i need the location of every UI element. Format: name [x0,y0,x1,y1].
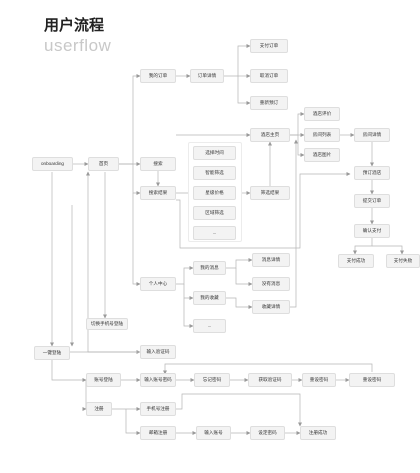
edge-login-account [51,360,87,382]
node-switch-phone[interactable]: 切换手机号登陆 [86,318,128,330]
node-forgot-pwd[interactable]: 忘记密码 [194,373,230,387]
node-message-detail[interactable]: 消息详情 [252,253,290,267]
node-room-detail[interactable]: 房间详情 [354,128,390,142]
node-favorite-detail[interactable]: 收藏详情 [252,300,290,314]
node-account-login[interactable]: 账号登陆 [86,373,121,387]
edge-hotel-review [290,112,305,136]
node-my-messages[interactable]: 我的消息 [193,261,226,275]
node-enter-code[interactable]: 输入验证码 [140,345,176,359]
edge-messages-none [235,268,253,286]
node-home[interactable]: 首页 [88,157,119,171]
node-search-result[interactable]: 搜索结果 [140,186,176,200]
page-subtitle: userflow [44,36,112,55]
node-profile-more[interactable]: ... [193,319,226,333]
node-hotel-photos[interactable]: 酒店图片 [304,148,340,162]
node-my-orders[interactable]: 我的订单 [140,69,176,83]
edge-hotel-photos [297,135,305,157]
edge-code-home [86,171,140,353]
node-register[interactable]: 注册 [86,402,112,416]
edge-profile-more [183,298,194,328]
edge-home-orders [119,74,141,165]
node-rebook[interactable]: 重新预订 [250,96,288,110]
node-cancel-order[interactable]: 取消订单 [250,69,288,83]
node-get-code[interactable]: 获取验证码 [248,373,292,387]
node-phone-register[interactable]: 手机号注册 [140,402,176,416]
node-profile[interactable]: 个人中心 [140,277,176,291]
edge-confirm-fail [372,245,404,255]
node-onboarding[interactable]: onboarding [32,157,73,171]
node-enter-account[interactable]: 输入账号 [196,426,231,440]
node-reset-pwd-2[interactable]: 重设密码 [349,373,395,387]
node-pay-order[interactable]: 支付订单 [250,39,288,53]
edge-phone-code [176,393,302,427]
edge-detail-pay [224,44,251,77]
edge-confirm-success [353,237,373,255]
edge-home-profile [132,193,141,286]
edge-profile-favorites [183,284,194,300]
node-room-list[interactable]: 房间列表 [304,128,340,142]
node-hotel-home[interactable]: 酒店主页 [250,128,290,142]
node-register-success[interactable]: 注册成功 [300,426,336,440]
node-filter-result[interactable]: 筛选结果 [250,186,290,200]
node-pay-fail[interactable]: 支付失败 [386,254,420,268]
node-pay-success[interactable]: 支付成功 [338,254,374,268]
node-filter-smart[interactable]: 智能筛选 [193,166,236,180]
node-my-favorites[interactable]: 我的收藏 [193,291,226,305]
edge-favdetail-hotel [290,139,298,308]
node-filter-time[interactable]: 选择时间 [193,146,236,160]
node-confirm-pay[interactable]: 确认支付 [354,224,390,238]
edge-result-submit [176,172,351,249]
edge-detail-rebook [237,76,251,105]
node-submit-order[interactable]: 提交订单 [354,194,390,208]
node-filter-more[interactable]: ... [193,226,236,240]
page-title: 用户流程 [44,17,105,34]
edge-favorites-detail [226,297,253,309]
node-enter-account-pwd[interactable]: 输入账号密码 [140,373,176,387]
node-book-hotel[interactable]: 预订酒店 [354,166,390,180]
node-no-message[interactable]: 没有消息 [252,277,290,291]
node-order-detail[interactable]: 订单详情 [190,69,224,83]
node-one-click-login[interactable]: 一键登陆 [34,346,70,360]
node-reset-pwd[interactable]: 重设密码 [302,373,336,387]
node-hotel-review[interactable]: 酒店评价 [304,107,340,121]
edge-profile-messages [176,266,194,285]
node-email-register[interactable]: 邮箱注册 [140,426,176,440]
node-set-pwd[interactable]: 设定密码 [250,426,285,440]
node-search[interactable]: 搜索 [140,157,176,171]
edge-home-result [132,164,141,195]
edge-reset-loop [163,363,373,375]
node-filter-price[interactable]: 星级价格 [193,186,236,200]
edge-register-email [125,409,141,435]
edge-messages-detail [226,258,253,269]
node-filter-area[interactable]: 区域筛选 [193,206,236,220]
